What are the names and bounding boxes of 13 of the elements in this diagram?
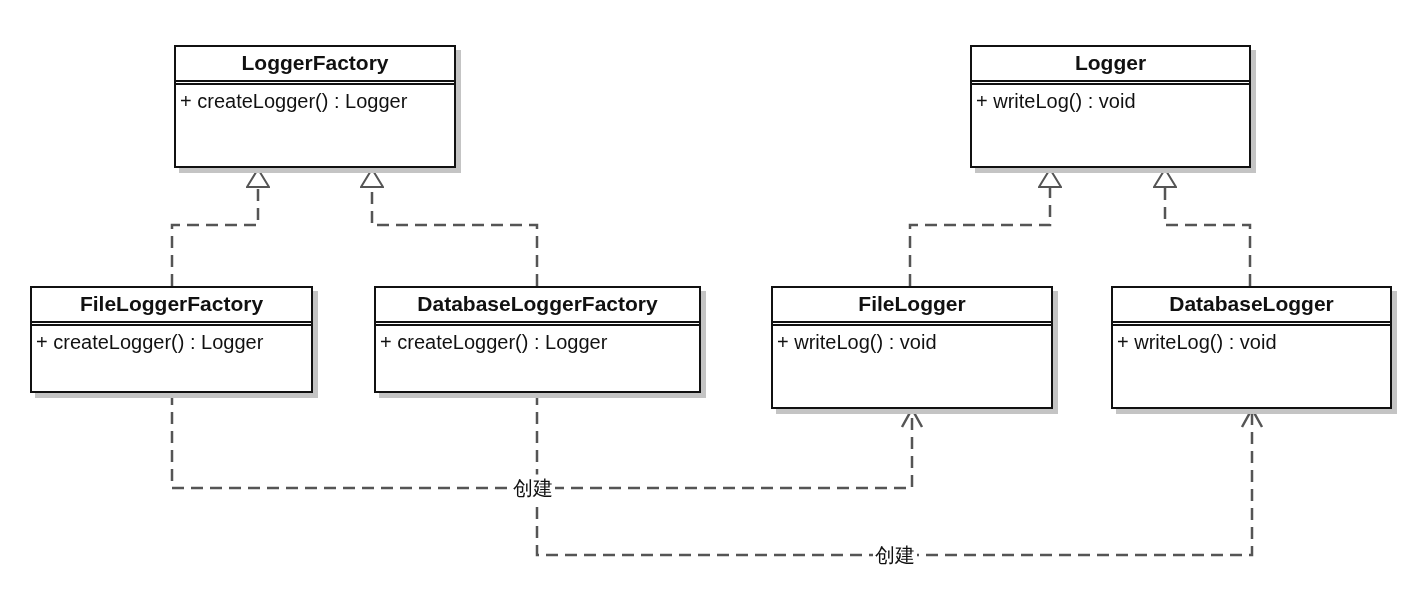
method-text: + createLogger() : Logger bbox=[35, 330, 265, 355]
class-name: DatabaseLoggerFactory bbox=[376, 288, 699, 326]
class-name: LoggerFactory bbox=[176, 47, 454, 85]
class-name: DatabaseLogger bbox=[1113, 288, 1390, 326]
method-text: + createLogger() : Logger bbox=[379, 330, 609, 355]
method-text: + createLogger() : Logger bbox=[179, 89, 409, 114]
class-name: FileLogger bbox=[773, 288, 1051, 326]
method-text: + writeLog() : void bbox=[975, 89, 1137, 114]
class-name: FileLoggerFactory bbox=[32, 288, 311, 326]
class-name: Logger bbox=[972, 47, 1249, 85]
method-text: + writeLog() : void bbox=[1116, 330, 1278, 355]
method-text: + writeLog() : void bbox=[776, 330, 938, 355]
edge-label: 创建 bbox=[511, 474, 555, 502]
